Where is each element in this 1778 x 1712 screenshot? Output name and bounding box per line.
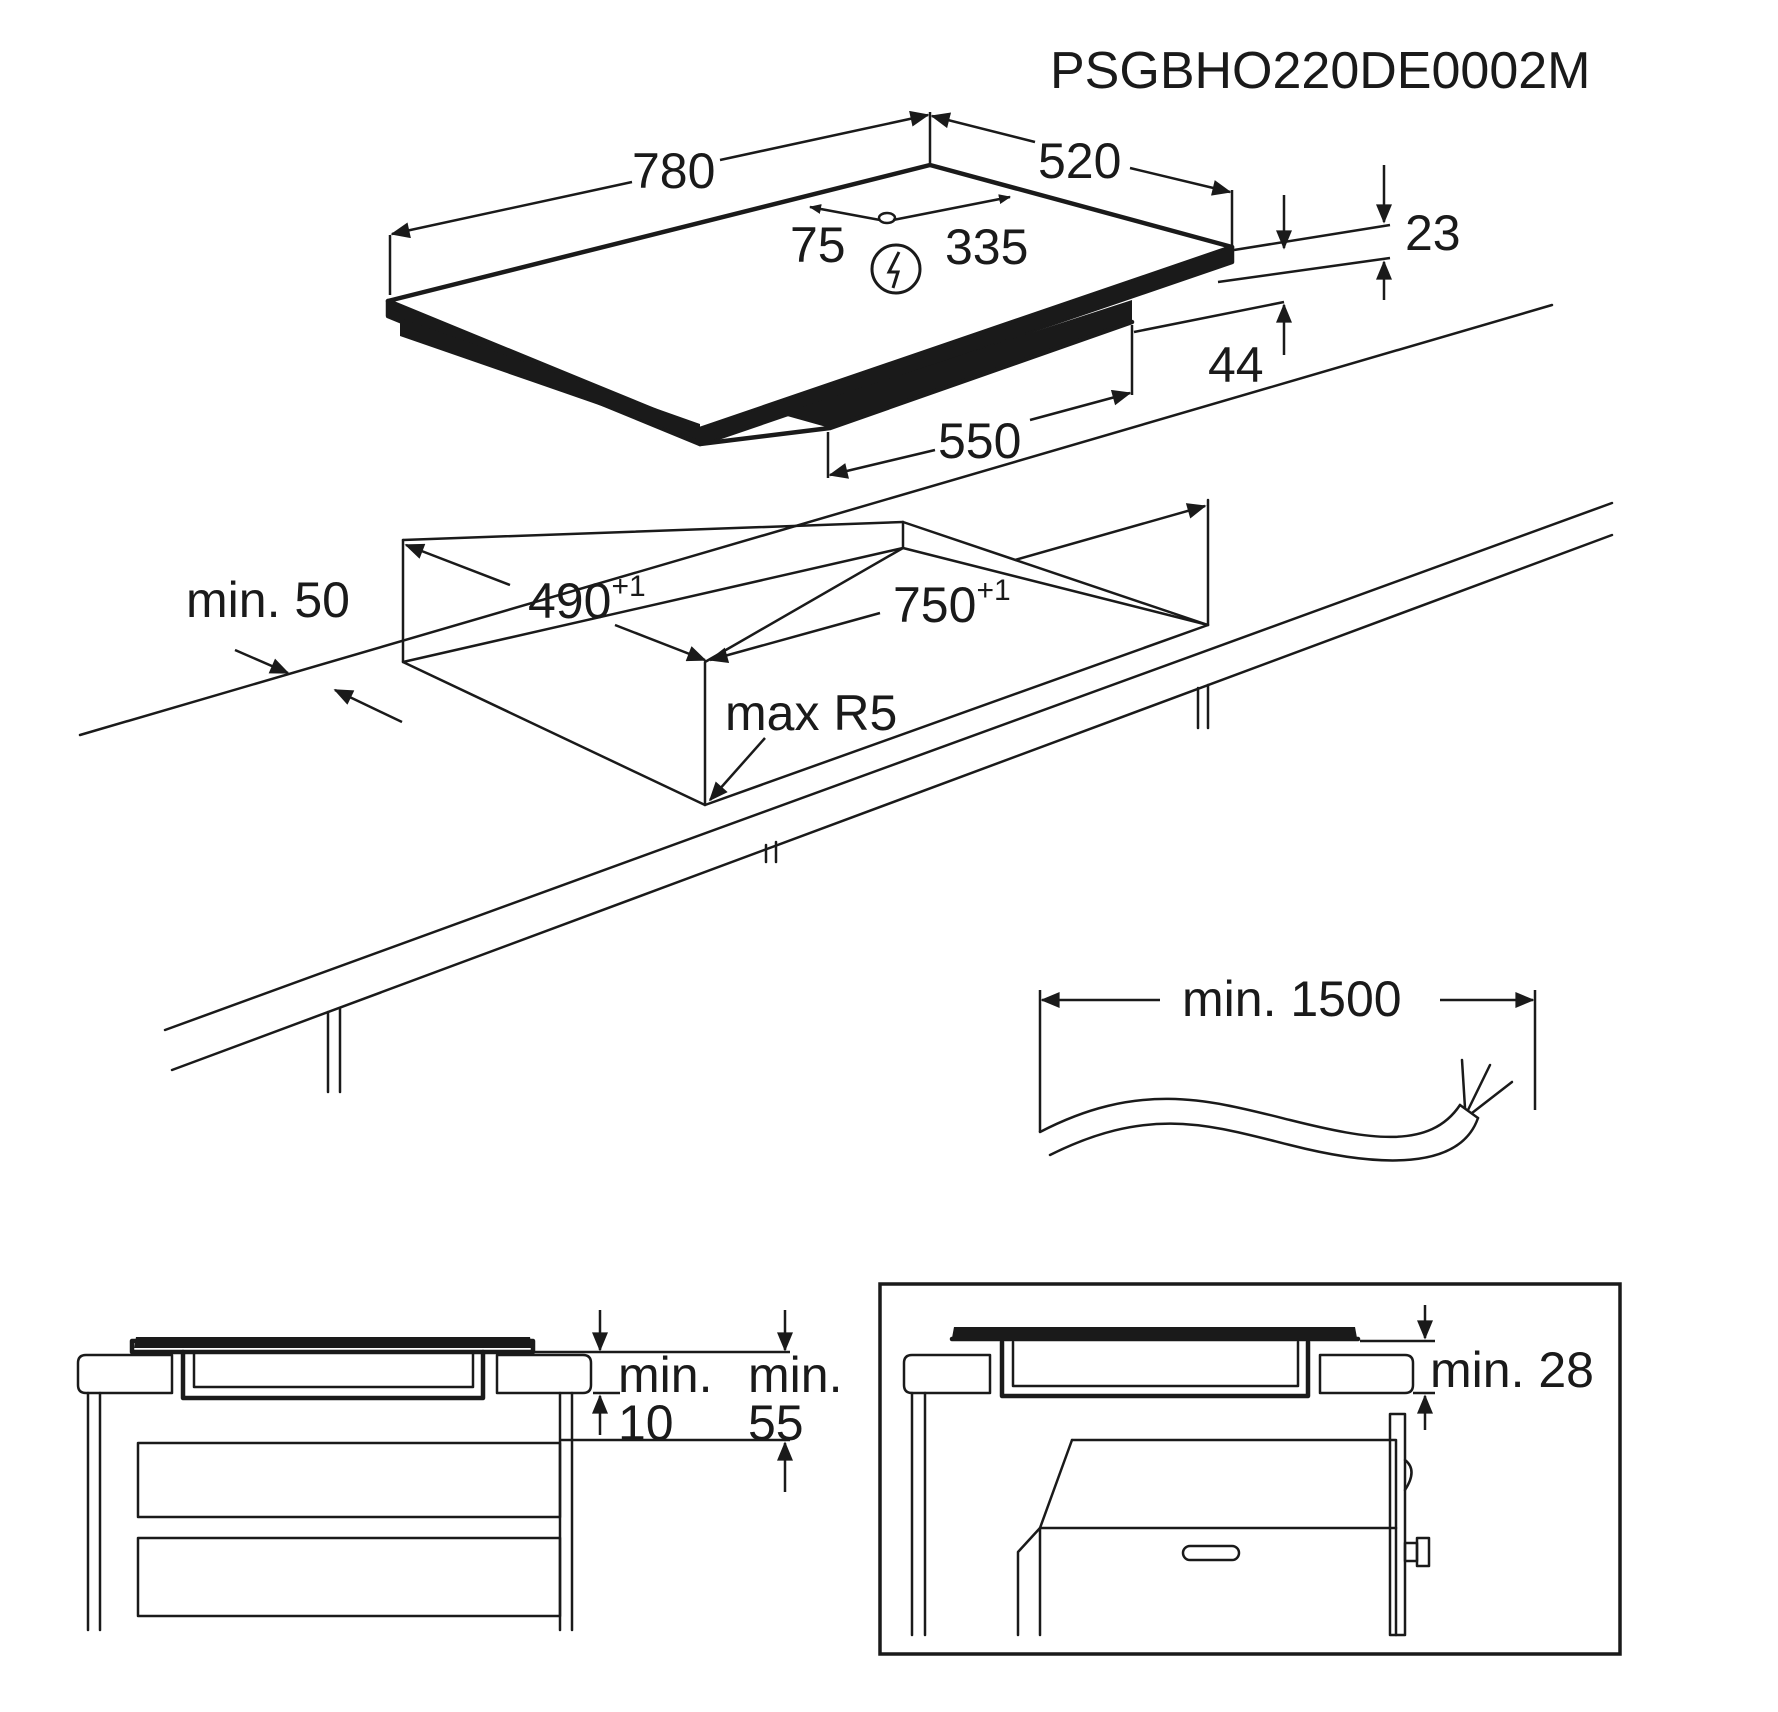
cutout-depth-label: 490+1	[528, 570, 646, 629]
hob-3d-view	[385, 162, 1235, 447]
oven-handle	[1181, 1544, 1241, 1562]
hob-width-label: 780	[632, 143, 715, 199]
min-gap-label: min.	[618, 1347, 712, 1403]
min-height-label: min.	[748, 1347, 842, 1403]
glass-thickness-label: 23	[1405, 205, 1461, 261]
electric-warning-icon	[870, 243, 922, 295]
terminal-offset-right-label: 335	[945, 219, 1028, 275]
cutout-dimensions: 490+1 750+1 min. 50 max R5	[186, 503, 1207, 802]
worktop-3d-view	[78, 303, 1614, 1094]
corner-radius-label: max R5	[725, 685, 897, 741]
cable-length-label: min. 1500	[1182, 971, 1402, 1027]
hob-dimensions: 780 520 75 335 23 44 550	[388, 110, 1461, 479]
drawing-code: PSGBHO220DE0002M	[1050, 42, 1591, 100]
oven-installation-view: min. 28	[878, 1282, 1622, 1656]
power-cable: min. 1500	[1038, 971, 1537, 1162]
drawer-installation-view: min. 10 min. 55	[76, 1310, 842, 1632]
body-width-label: 550	[938, 413, 1021, 469]
oven-view-frame	[878, 1282, 1622, 1656]
hob-depth-label: 520	[1038, 133, 1121, 189]
terminal-offset-left-label: 75	[790, 217, 846, 273]
terminal-hole	[877, 211, 897, 225]
cutout-width-label: 750+1	[893, 574, 1011, 633]
min-front-distance-label: min. 50	[186, 572, 350, 628]
min-height-value: 55	[748, 1395, 804, 1451]
min-gap-value: 10	[618, 1395, 674, 1451]
body-height-label: 44	[1208, 337, 1264, 393]
oven-min-clearance-label: min. 28	[1430, 1342, 1594, 1398]
